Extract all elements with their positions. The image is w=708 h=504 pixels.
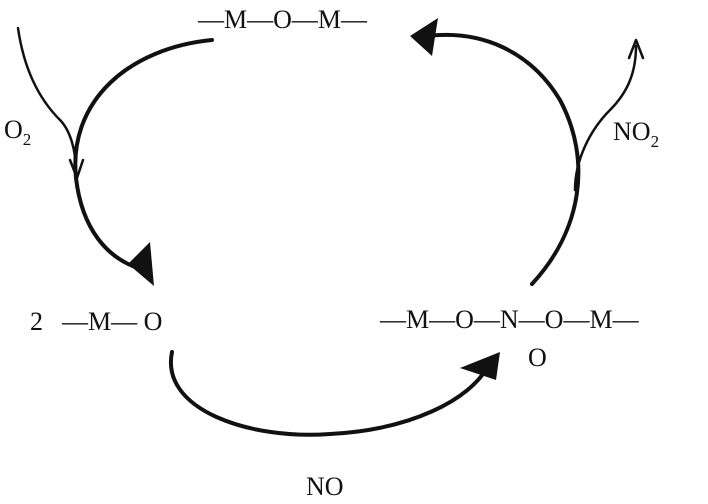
- arrow-right-to-top: [426, 33, 581, 286]
- reagent-o2-subscript: 2: [23, 130, 32, 149]
- species-left-coefficient: 2: [30, 307, 43, 336]
- species-right-below-o: O: [528, 343, 547, 372]
- arrow-no2-output: [573, 44, 638, 192]
- species-right: —M—O—N—O—M—: [379, 305, 640, 334]
- arrow-o2-input-head: [68, 158, 85, 180]
- arrow-left-to-right-head: [460, 352, 500, 380]
- arrow-left-to-right: [168, 350, 490, 437]
- reagent-no2-subscript: 2: [651, 132, 660, 151]
- reagent-no2-base: NO: [613, 117, 651, 146]
- arrow-top-to-left-head: [128, 242, 154, 286]
- reagent-o2: O2: [4, 115, 31, 149]
- arrow-top-to-left: [73, 38, 214, 270]
- species-left: —M— O: [61, 307, 162, 336]
- reagent-no: NO: [306, 472, 344, 501]
- species-top: —M—O—M—: [197, 5, 368, 34]
- reagent-no2: NO2: [613, 117, 659, 151]
- arrow-right-to-top-head: [410, 18, 438, 56]
- reagent-o2-base: O: [4, 115, 23, 144]
- arrow-no2-output-head: [627, 38, 645, 60]
- arrow-o2-input: [16, 26, 78, 174]
